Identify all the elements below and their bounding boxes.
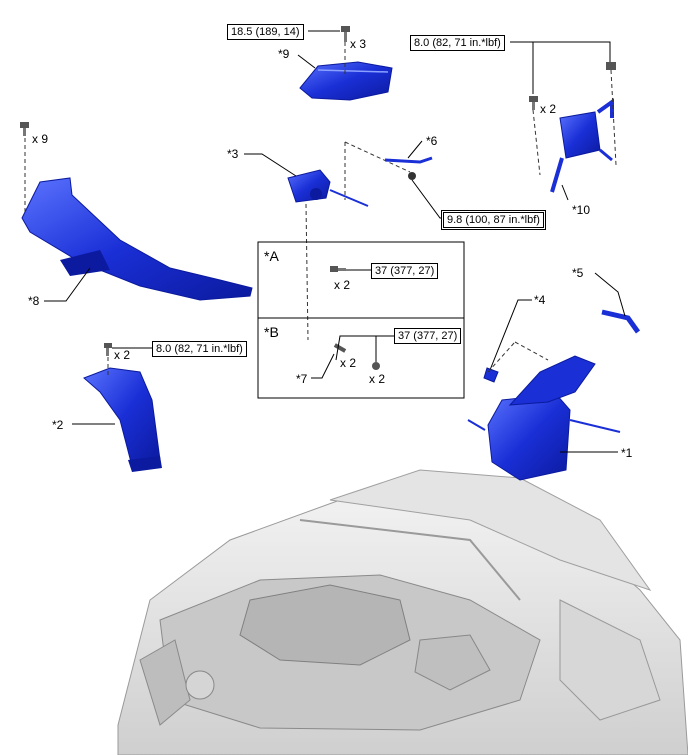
leader-line <box>489 299 532 371</box>
section-label-b: *B <box>264 324 279 340</box>
leader-line <box>594 272 626 317</box>
nut-icon <box>372 362 380 370</box>
part-10-ecu <box>550 98 614 193</box>
bolt-icon <box>330 266 346 272</box>
callout-part-6: *6 <box>426 134 438 148</box>
leader-line <box>244 153 297 177</box>
leader-line <box>44 267 91 302</box>
vehicle-engine-bay <box>117 469 688 755</box>
part-3-component <box>287 169 369 207</box>
leader-line <box>335 335 395 361</box>
dashed-leader <box>514 341 549 361</box>
dashed-leader <box>487 341 516 373</box>
leader-line <box>411 179 442 219</box>
quantity-part-8: x 9 <box>32 132 49 146</box>
part-8-support <box>21 177 253 301</box>
bolt-icon <box>104 343 112 356</box>
torque-spec-part-10: 8.0 (82, 71 in.*lbf) <box>410 35 505 51</box>
callout-part-1: *1 <box>621 446 633 460</box>
part-5-hose <box>601 309 641 334</box>
leader-line <box>510 41 611 62</box>
part-1-air-cleaner <box>467 355 621 481</box>
quantity-section-b-bolt: x 2 <box>340 356 357 370</box>
leader-line <box>297 54 316 69</box>
quantity-section-a: x 2 <box>334 278 351 292</box>
part-2-duct <box>83 367 162 472</box>
callout-part-10: *10 <box>572 203 591 217</box>
part-6-harness <box>384 156 433 180</box>
dashed-leader <box>532 109 541 176</box>
leader-line <box>407 140 423 159</box>
dashed-leader <box>344 141 411 173</box>
part-9-bracket <box>299 61 393 101</box>
callout-part-4: *4 <box>534 293 546 307</box>
quantity-part-10: x 2 <box>540 102 557 116</box>
torque-spec-part-2: 8.0 (82, 71 in.*lbf) <box>152 341 247 357</box>
callout-part-5: *5 <box>572 266 584 280</box>
dashed-leader <box>305 203 309 341</box>
callout-part-7: *7 <box>296 372 308 386</box>
callout-part-9: *9 <box>278 47 290 61</box>
callout-part-3: *3 <box>227 147 239 161</box>
bolt-icon <box>333 343 347 353</box>
torque-spec-section-a: 37 (377, 27) <box>371 263 439 279</box>
section-label-a: *A <box>264 248 279 264</box>
callout-part-2: *2 <box>52 418 64 432</box>
dashed-leader <box>610 69 617 166</box>
torque-spec-part-6: 9.8 (100, 87 in.*lbf) <box>441 210 546 230</box>
bolt-icon <box>529 96 538 110</box>
quantity-part-9: x 3 <box>350 37 367 51</box>
part-4-hose <box>483 367 499 383</box>
nut-icon <box>606 62 616 70</box>
quantity-section-b-nut: x 2 <box>369 372 386 386</box>
leader-line <box>561 184 569 201</box>
torque-spec-section-b: 37 (377, 27) <box>394 328 462 344</box>
leader-line <box>311 353 335 379</box>
bolt-icon <box>20 122 29 136</box>
section-frame <box>257 241 465 399</box>
bolt-icon <box>341 26 350 42</box>
quantity-part-2: x 2 <box>114 348 131 362</box>
torque-spec-part-9: 18.5 (189, 14) <box>227 24 304 40</box>
callout-part-8: *8 <box>28 294 40 308</box>
